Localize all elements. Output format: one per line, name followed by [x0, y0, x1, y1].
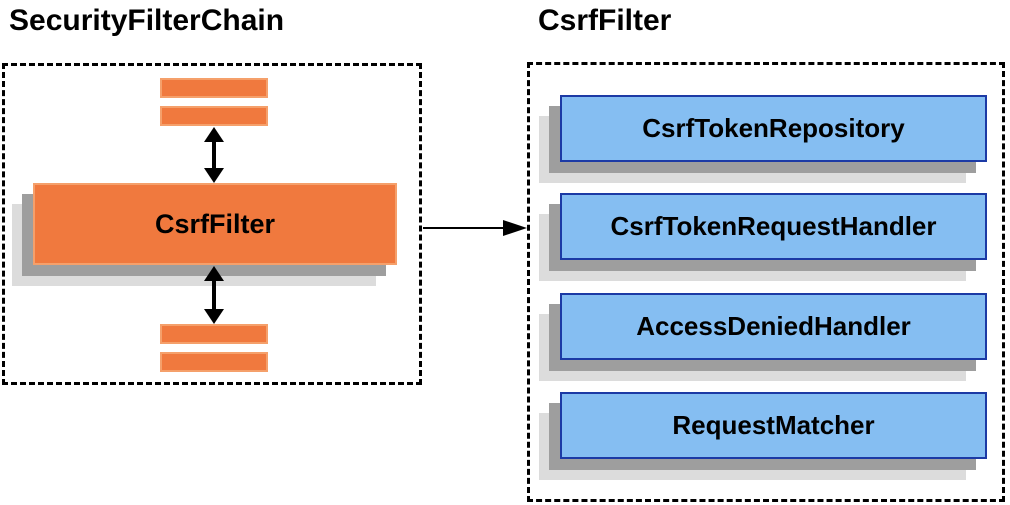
arrowhead-up-icon	[204, 127, 224, 142]
bidirectional-arrow-top	[204, 127, 224, 183]
csrf-token-request-handler-node: CsrfTokenRequestHandler	[560, 193, 987, 260]
arrowhead-down-icon	[204, 309, 224, 324]
arrowhead-down-icon	[204, 168, 224, 183]
csrf-filter-node-label: CsrfFilter	[154, 208, 276, 239]
csrf-filter-boundary	[527, 62, 1005, 502]
component-node-label: CsrfTokenRequestHandler	[610, 211, 937, 241]
request-matcher-node: RequestMatcher	[560, 392, 987, 459]
csrf-filter-title: CsrfFilter	[538, 4, 672, 37]
arrow-shaft	[212, 278, 216, 312]
component-node-label: AccessDeniedHandler	[636, 311, 911, 341]
access-denied-handler-node: AccessDeniedHandler	[560, 293, 987, 360]
bidirectional-arrow-bottom	[204, 266, 224, 324]
flow-arrow	[423, 220, 527, 236]
csrf-token-repository-node: CsrfTokenRepository	[560, 95, 987, 162]
arrowhead-up-icon	[204, 266, 224, 281]
component-node-label: CsrfTokenRepository	[642, 113, 905, 143]
arrow-shaft	[212, 139, 216, 171]
arrowhead-right-icon	[503, 220, 527, 236]
component-node-label: RequestMatcher	[672, 410, 875, 440]
filter-chain-bar	[160, 106, 268, 126]
filter-chain-bar	[160, 78, 268, 98]
filter-chain-bar	[160, 352, 268, 372]
security-filter-chain-boundary	[2, 63, 422, 385]
security-filter-chain-title: SecurityFilterChain	[9, 4, 285, 37]
filter-chain-bar	[160, 324, 268, 344]
arrow-shaft	[423, 227, 507, 229]
csrf-filter-node: CsrfFilter	[33, 183, 397, 265]
